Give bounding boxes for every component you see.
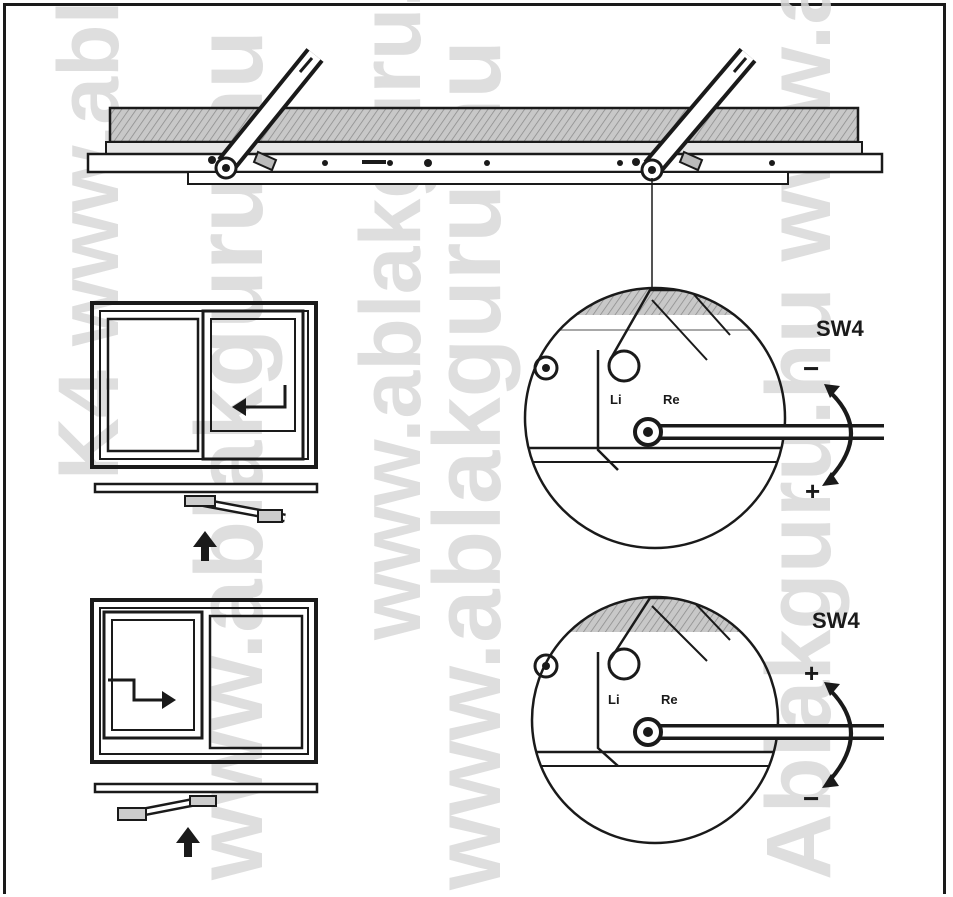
up-arrow-icon xyxy=(193,531,217,561)
sash-frame-bar xyxy=(105,141,863,155)
plan-view-bottom xyxy=(93,782,319,857)
diagram-frame xyxy=(3,3,946,894)
right-mark-top: Re xyxy=(663,392,680,407)
top-profile-drawing xyxy=(86,47,884,292)
rotation-arrow-bottom xyxy=(822,682,853,788)
move-arrow-right xyxy=(108,678,162,702)
left-mark-bottom: Li xyxy=(608,692,620,707)
right-mark-bottom: Re xyxy=(661,692,678,707)
detail-label-sw4-top: SW4 xyxy=(816,316,864,341)
minus-sign-top: − xyxy=(803,353,819,384)
window-elevation-top xyxy=(90,301,318,469)
plan-view-top xyxy=(93,482,319,561)
move-arrow-left xyxy=(235,385,287,409)
detail-label-sw4-bottom: SW4 xyxy=(812,608,860,633)
rotation-arrow-top xyxy=(822,384,853,486)
minus-sign-bottom: − xyxy=(803,783,819,814)
plus-sign-top: + xyxy=(805,476,820,506)
rail-screws xyxy=(322,159,775,167)
watermark-text-1: K4 www.ablakguru.hu xyxy=(41,0,137,480)
left-arm xyxy=(208,48,324,180)
sash-glass-bar xyxy=(108,106,860,144)
plus-sign-bottom: + xyxy=(804,658,819,688)
up-arrow-icon xyxy=(176,827,200,857)
rail-bar xyxy=(187,171,789,185)
window-elevation-bottom xyxy=(90,598,318,764)
left-mark-top: Li xyxy=(610,392,622,407)
right-arm xyxy=(632,47,757,182)
